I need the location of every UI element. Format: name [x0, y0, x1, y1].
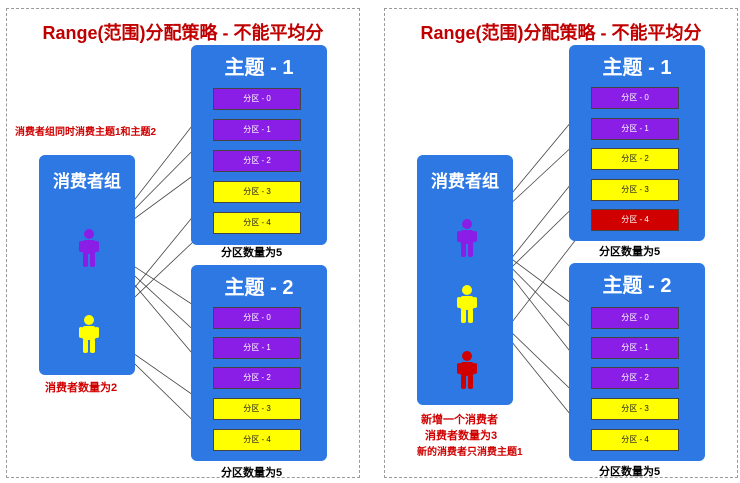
left-consumer-group-title: 消费者组 — [53, 172, 121, 191]
right-topic1-title: 主题 - 1 — [602, 57, 672, 79]
right-note-line2: 消费者数量为3 — [425, 430, 498, 442]
right-t1-partition-0: 分区 - 0 — [591, 87, 679, 109]
right-t1-partition-1: 分区 - 1 — [591, 118, 679, 140]
left-topic2-box: 主题 - 2 分区 - 0 分区 - 1 分区 - 2 分区 - 3 分区 - … — [191, 265, 327, 461]
left-t1-partition-3: 分区 - 3 — [213, 181, 301, 203]
left-t2-partition-2: 分区 - 2 — [213, 367, 301, 389]
right-topic1-count: 分区数量为5 — [599, 246, 661, 258]
right-consumer-group-title: 消费者组 — [431, 172, 499, 191]
right-panel: Range(范围)分配策略 - 不能平均分 消费者组 主题 - 1 分区 - 0… — [384, 8, 738, 478]
left-t1-partition-4: 分区 - 4 — [213, 212, 301, 234]
right-panel-title: Range(范围)分配策略 - 不能平均分 — [420, 23, 702, 43]
right-consumer-purple-icon — [457, 219, 477, 257]
right-t1-partition-3: 分区 - 3 — [591, 179, 679, 201]
left-t2-partition-4: 分区 - 4 — [213, 429, 301, 451]
left-consumer-purple-icon — [79, 229, 99, 267]
left-consumer-yellow-icon — [79, 315, 99, 353]
left-t1-partition-2: 分区 - 2 — [213, 150, 301, 172]
right-note-line1: 新增一个消费者 — [421, 414, 498, 426]
right-t1-partition-2: 分区 - 2 — [591, 148, 679, 170]
right-t2-partition-2: 分区 - 2 — [591, 367, 679, 389]
left-topic1-title: 主题 - 1 — [224, 57, 294, 79]
right-topic2-title: 主题 - 2 — [602, 275, 672, 297]
left-t2-partition-1: 分区 - 1 — [213, 337, 301, 359]
left-consumer-count: 消费者数量为2 — [45, 382, 118, 394]
right-consumer-yellow-icon — [457, 285, 477, 323]
right-note-line3: 新的消费者只消费主题1 — [417, 447, 523, 458]
left-t2-partition-0: 分区 - 0 — [213, 307, 301, 329]
left-note: 消费者组同时消费主题1和主题2 — [15, 127, 157, 138]
left-t1-partition-0: 分区 - 0 — [213, 88, 301, 110]
right-t2-partition-4: 分区 - 4 — [591, 429, 679, 451]
left-panel: Range(范围)分配策略 - 不能平均分 消费者组 主题 - 1 分区 - 0… — [6, 8, 360, 479]
right-topic1-box: 主题 - 1 分区 - 0 分区 - 1 分区 - 2 分区 - 3 分区 - … — [569, 45, 705, 241]
right-t2-partition-3: 分区 - 3 — [591, 398, 679, 420]
right-consumer-red-icon — [457, 351, 477, 389]
left-panel-title: Range(范围)分配策略 - 不能平均分 — [42, 23, 324, 43]
right-t2-partition-0: 分区 - 0 — [591, 307, 679, 329]
right-topic2-count: 分区数量为5 — [599, 466, 661, 478]
left-topic1-count: 分区数量为5 — [221, 247, 283, 259]
left-t2-partition-3: 分区 - 3 — [213, 398, 301, 420]
right-t1-partition-4: 分区 - 4 — [591, 209, 679, 231]
left-topic2-count: 分区数量为5 — [221, 467, 283, 479]
right-t2-partition-1: 分区 - 1 — [591, 337, 679, 359]
left-t1-partition-1: 分区 - 1 — [213, 119, 301, 141]
left-topic1-box: 主题 - 1 分区 - 0 分区 - 1 分区 - 2 分区 - 3 分区 - … — [191, 45, 327, 245]
left-topic2-title: 主题 - 2 — [224, 277, 294, 299]
right-topic2-box: 主题 - 2 分区 - 0 分区 - 1 分区 - 2 分区 - 3 分区 - … — [569, 263, 705, 461]
